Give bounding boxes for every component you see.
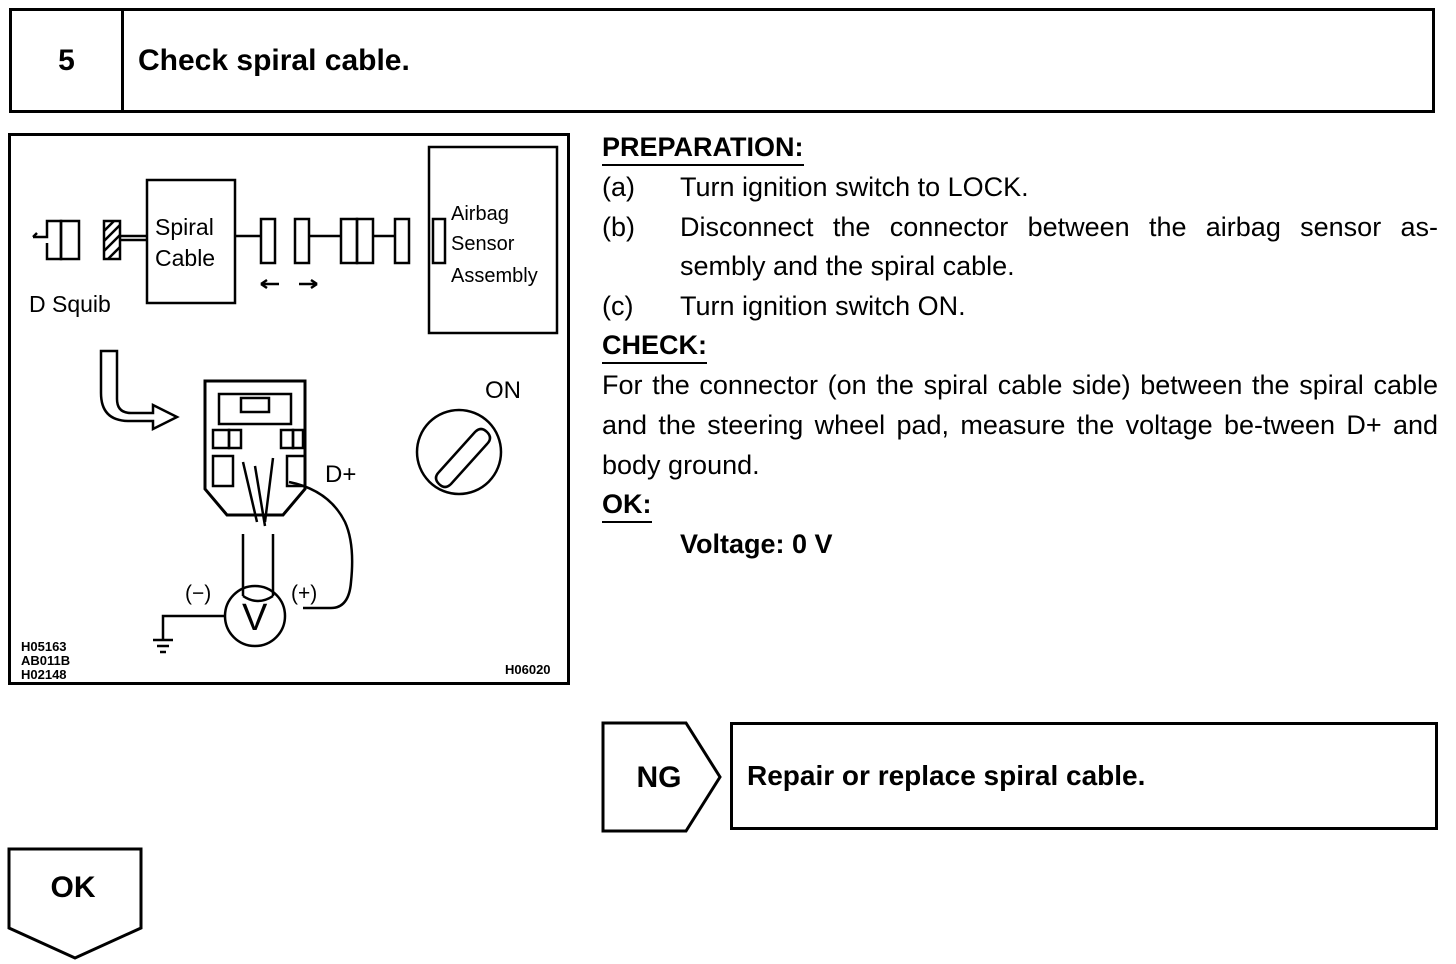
minus-label: (−) xyxy=(185,582,211,605)
airbag-label-line2: Sensor xyxy=(451,233,515,255)
voltmeter-label: V xyxy=(242,597,268,639)
bent-arrow xyxy=(99,349,180,432)
step-header: 5 Check spiral cable. xyxy=(9,8,1435,113)
ng-action-box: Repair or replace spiral cable. xyxy=(730,722,1438,830)
ok-spec-value: Voltage: 0 V xyxy=(680,529,833,560)
spiral-cable-label-line1: Spiral xyxy=(155,214,214,240)
step-number: 5 xyxy=(12,11,124,110)
check-heading: CHECK: xyxy=(602,328,707,365)
prep-item-label: (a) xyxy=(602,172,635,202)
ng-arrow-box xyxy=(601,721,722,833)
ok-heading: OK: xyxy=(602,487,652,524)
instructions: PREPARATION: (a) Turn ignition switch to… xyxy=(602,128,1438,565)
ng-label: NG xyxy=(636,761,682,794)
spiral-cable-box xyxy=(145,178,237,305)
prep-item-text: Disconnect the connector between the air… xyxy=(680,211,1438,282)
plus-label: (+) xyxy=(291,582,317,605)
figure-code-right: H06020 xyxy=(505,662,551,677)
d-plus-label: D+ xyxy=(325,461,356,488)
prep-item-label: (b) xyxy=(602,211,635,242)
prep-item-text: Turn ignition switch ON. xyxy=(680,290,966,321)
figure-code-1: H05163 xyxy=(21,639,67,654)
ignition-switch xyxy=(415,408,503,496)
airbag-label-line3: Assembly xyxy=(451,265,538,287)
prep-item: (c) Turn ignition switch ON. xyxy=(602,287,1438,327)
prep-item-text: Turn ignition switch to LOCK. xyxy=(680,172,1029,202)
preparation-heading: PREPARATION: xyxy=(602,130,804,166)
ok-arrow-box xyxy=(7,847,143,960)
prep-item-label: (c) xyxy=(602,290,634,321)
squib-plug-outline xyxy=(33,219,63,261)
ng-action-text: Repair or replace spiral cable. xyxy=(747,760,1146,791)
airbag-label-line1: Airbag xyxy=(451,203,509,225)
figure-code-2: AB011B xyxy=(21,653,70,668)
wiring-diagram: Spiral Cable Airbag Sensor Assembly D Sq… xyxy=(8,133,570,685)
step-title: Check spiral cable. xyxy=(138,43,410,77)
d-squib-label: D Squib xyxy=(29,291,111,317)
airbag-sensor-box xyxy=(427,145,559,335)
prep-item: (b) Disconnect the connector between the… xyxy=(602,208,1438,287)
check-text: For the connector (on the spiral cable s… xyxy=(602,370,1438,480)
on-label: ON xyxy=(485,377,521,404)
prep-item: (a) Turn ignition switch to LOCK. xyxy=(602,168,1438,208)
diagram-drawing: Spiral Cable Airbag Sensor Assembly D Sq… xyxy=(21,145,559,682)
ok-label: OK xyxy=(50,871,96,904)
spiral-cable-label-line2: Cable xyxy=(155,245,215,271)
figure-code-3: H02148 xyxy=(21,667,67,682)
pad-connector xyxy=(203,379,307,517)
